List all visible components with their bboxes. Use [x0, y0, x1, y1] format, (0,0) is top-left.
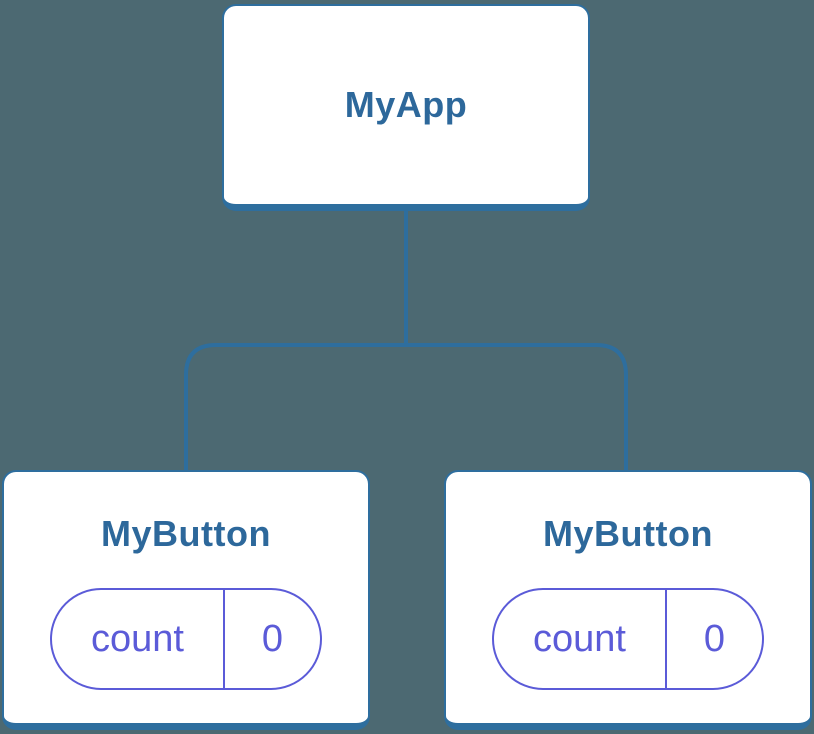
- state-pill: count 0: [50, 588, 322, 690]
- state-key: count: [533, 617, 626, 660]
- child-node-label: MyButton: [101, 513, 271, 554]
- state-value: 0: [223, 590, 320, 688]
- root-node-card: MyApp: [222, 4, 590, 211]
- state-key: count: [91, 617, 184, 660]
- state-value: 0: [665, 590, 762, 688]
- child-node-card-left: MyButton count 0: [2, 470, 370, 730]
- connector-bracket: [184, 343, 628, 472]
- child-node-card-right: MyButton count 0: [444, 470, 812, 730]
- root-node-label: MyApp: [344, 84, 468, 125]
- state-pill: count 0: [492, 588, 764, 690]
- child-node-label: MyButton: [543, 513, 713, 554]
